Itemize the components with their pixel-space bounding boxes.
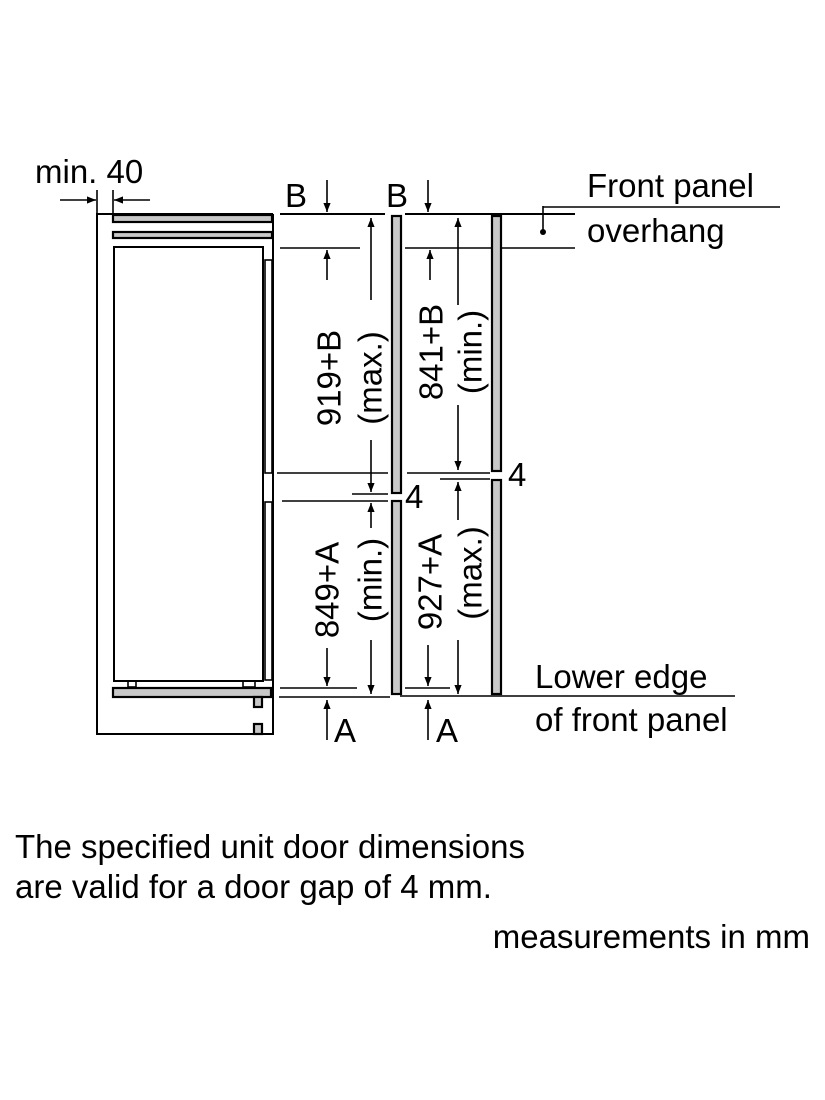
lower-min-note: (min.): [352, 538, 389, 622]
units-note: measurements in mm: [493, 918, 810, 955]
upper-max-dimension: 919+B: [311, 330, 348, 426]
lower-max-note: (max.): [452, 526, 489, 620]
upper-min-dimension: 841+B: [413, 304, 450, 400]
min-clearance-dimension: [60, 190, 150, 213]
lower-edge-label: Lower edge: [535, 658, 707, 695]
door-gap-right: 4: [508, 456, 526, 493]
cabinet-side-view: [96, 213, 274, 736]
a-label-left: A: [334, 712, 356, 749]
min-clearance-label: min. 40: [35, 153, 143, 190]
front-panel-overhang-leader: [540, 206, 780, 235]
upper-door-panel-right: [490, 214, 503, 473]
a-label-right: A: [436, 712, 458, 749]
lower-door-panel-left: [390, 499, 403, 696]
note-line-2: are valid for a door gap of 4 mm.: [15, 868, 492, 905]
lower-min-dimension: 849+A: [309, 542, 346, 638]
lower-max-dimension: 927+A: [412, 534, 449, 630]
upper-max-note: (max.): [352, 331, 389, 425]
overhang-label: overhang: [587, 212, 725, 249]
of-front-panel-label: of front panel: [535, 701, 728, 738]
front-panel-label: Front panel: [587, 167, 754, 204]
b-label-left: B: [285, 177, 307, 214]
upper-min-note: (min.): [452, 310, 489, 394]
door-gap-left: 4: [405, 478, 423, 515]
lower-door-panel-right: [490, 478, 503, 696]
note-line-1: The specified unit door dimensions: [15, 828, 525, 865]
upper-door-panel-left: [390, 214, 403, 495]
b-label-right: B: [386, 177, 408, 214]
